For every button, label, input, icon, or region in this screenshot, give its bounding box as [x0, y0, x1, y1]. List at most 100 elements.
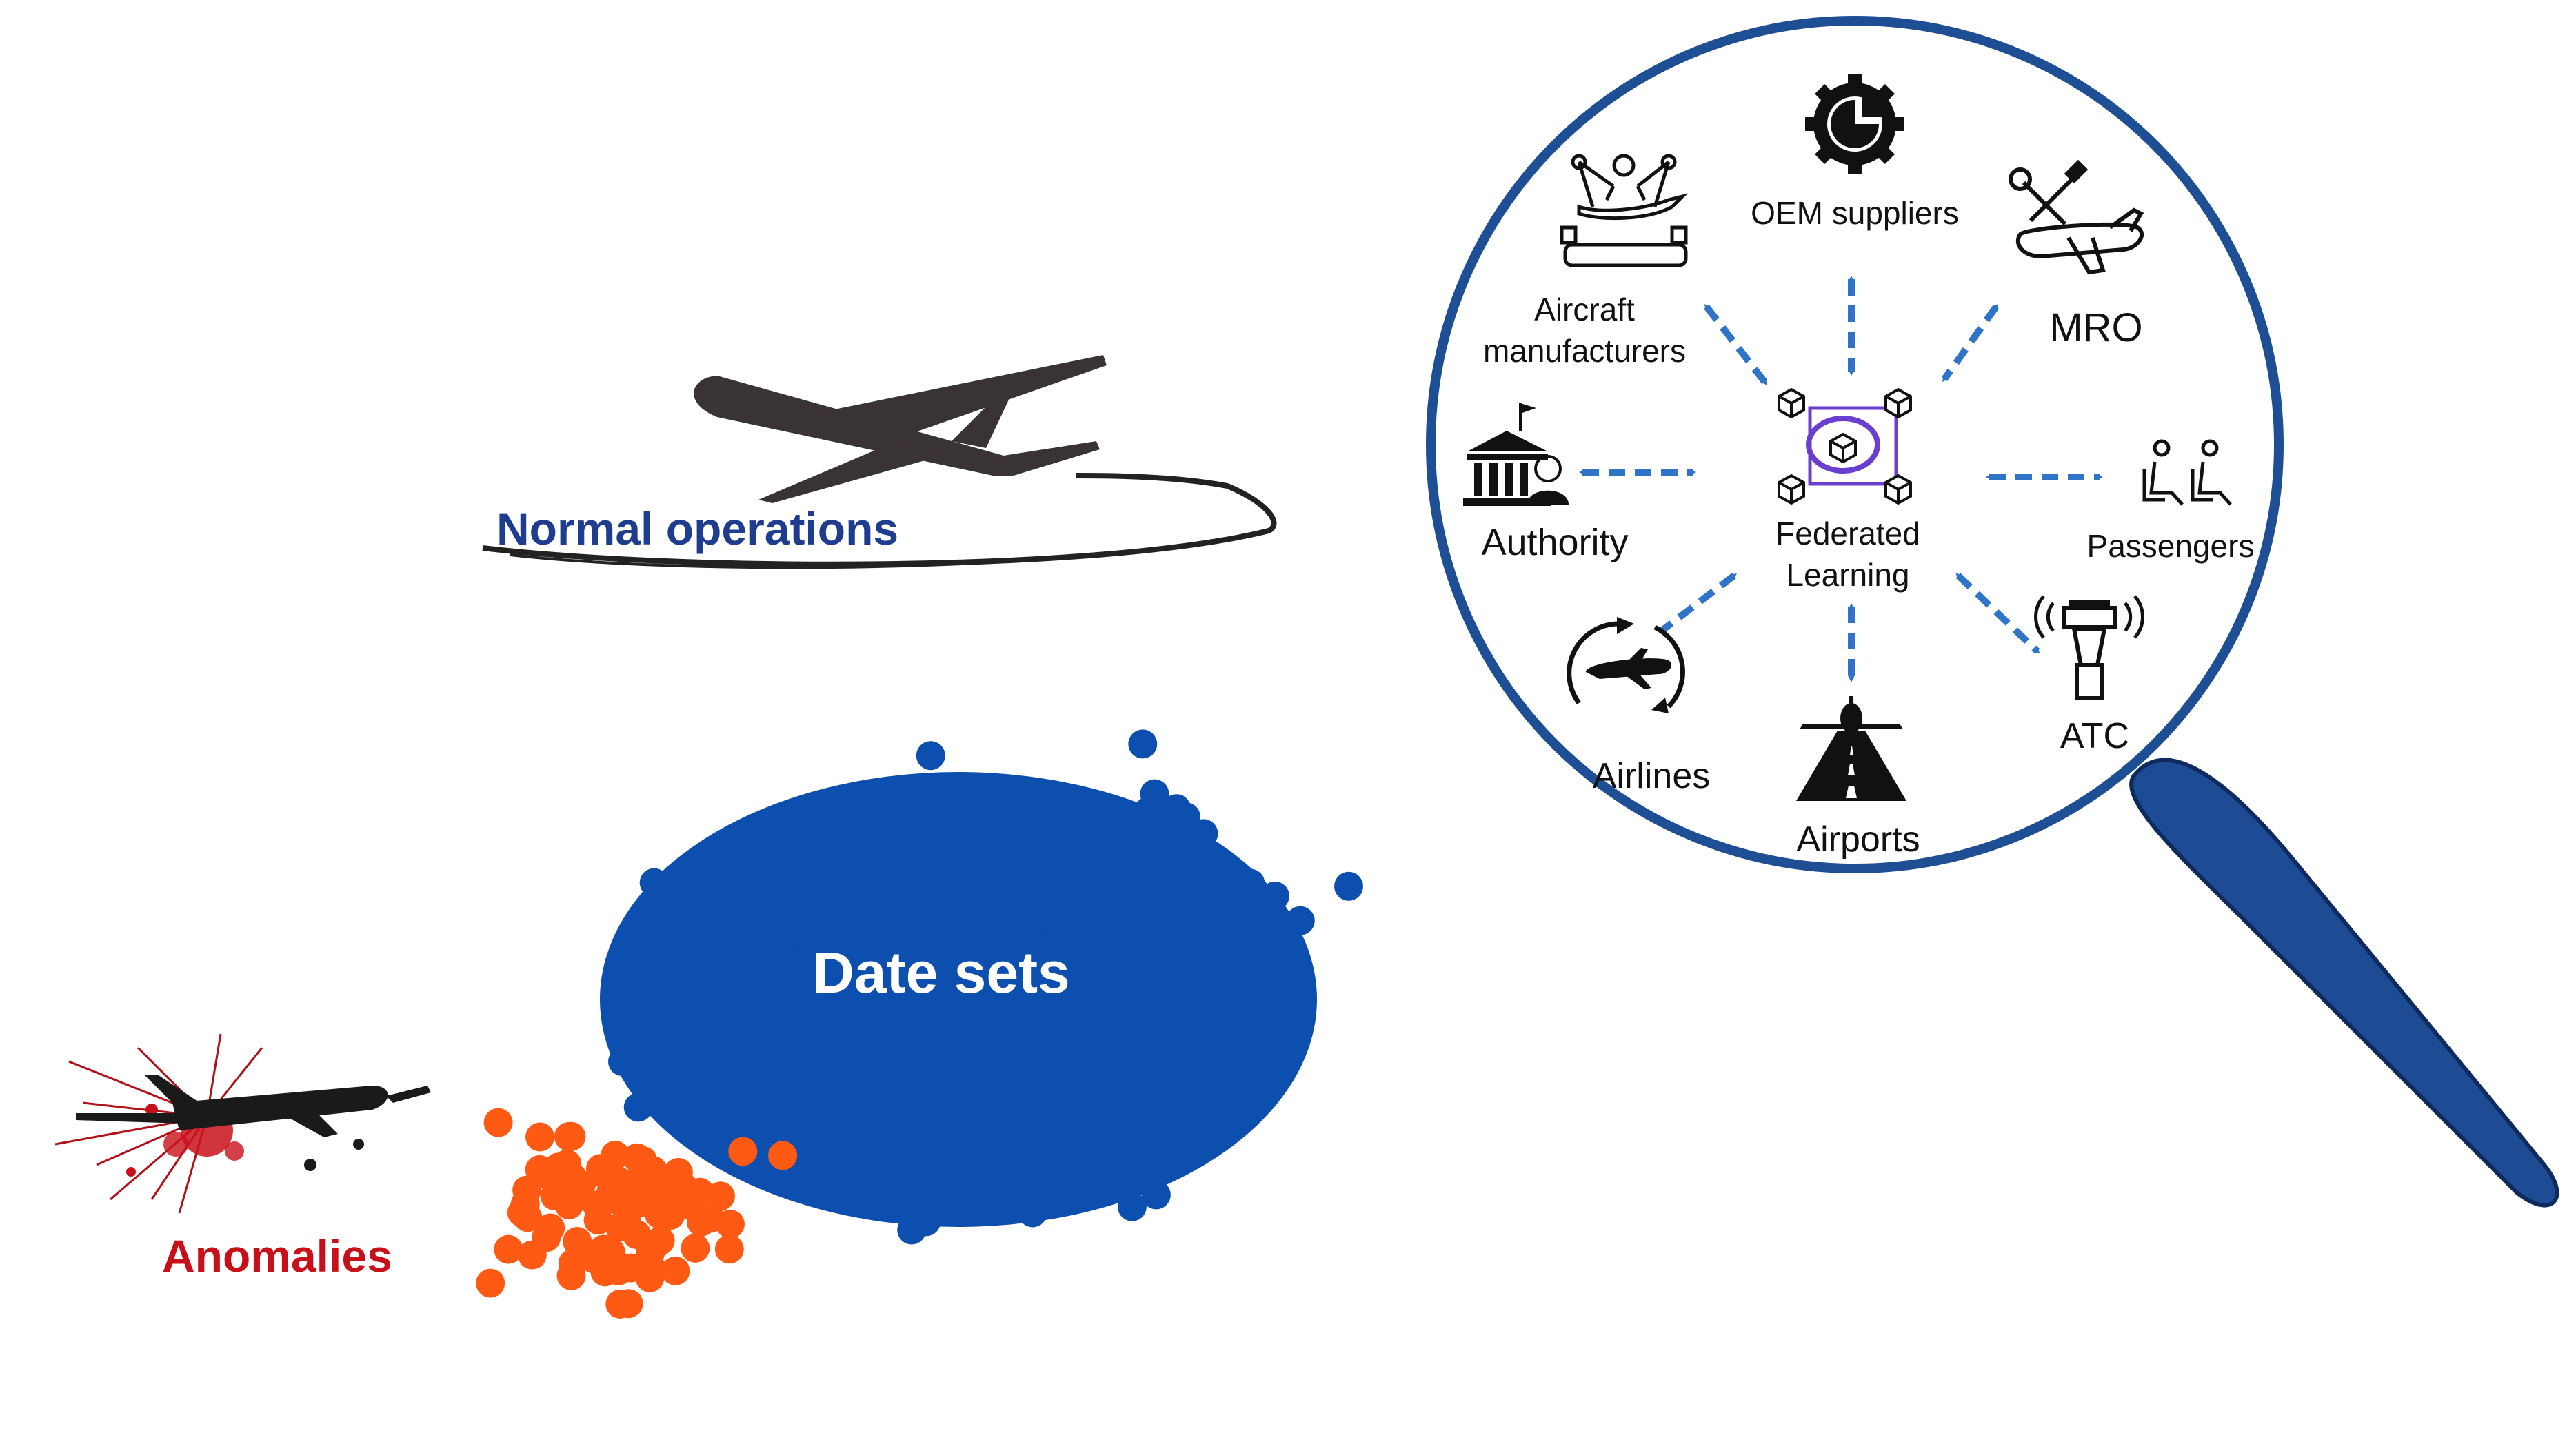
- scatter-point-normal: [1134, 796, 1164, 826]
- scatter-point-normal: [1056, 984, 1085, 1014]
- scatter-point-normal: [1071, 1156, 1100, 1186]
- crashed-plane-icon: [54, 1033, 431, 1214]
- scatter-point-normal: [1046, 878, 1076, 908]
- scatter-point-anomaly: [663, 1157, 693, 1187]
- scatter-point-normal: [1037, 830, 1067, 860]
- scatter-point-normal: [829, 971, 858, 1001]
- scatter-point-normal: [1077, 944, 1107, 973]
- scatter-point-normal: [974, 882, 1004, 911]
- normal-operations-label: Normal operations: [496, 503, 898, 554]
- scatter-point-normal: [750, 1083, 780, 1112]
- scatter-point-anomaly: [536, 1213, 565, 1243]
- scatter-point-normal: [986, 1103, 1016, 1132]
- scatter-point-normal: [797, 1097, 827, 1126]
- scatter-point-normal: [852, 951, 882, 980]
- scatter-point-anomaly: [728, 1137, 758, 1166]
- scatter-point-normal: [781, 1070, 810, 1099]
- scatter-point-normal: [1091, 967, 1120, 997]
- scatter-point-anomaly: [558, 1248, 587, 1278]
- scatter-point-anomaly: [525, 1122, 555, 1152]
- blockchain-network-icon: [1778, 387, 1912, 505]
- scatter-point-normal: [663, 973, 692, 1002]
- scatter-point-normal: [696, 937, 726, 967]
- atc-label: ATC: [2060, 716, 2129, 756]
- control-tower-icon: [2034, 595, 2144, 700]
- scatter-point-normal: [866, 1075, 896, 1104]
- scatter-point-normal: [1182, 913, 1211, 943]
- scatter-point-normal: [759, 953, 789, 982]
- scatter-point-normal: [1051, 955, 1081, 985]
- scatter-point-normal: [839, 797, 869, 826]
- scatter-point-normal: [969, 811, 999, 841]
- scatter-point-normal: [736, 917, 765, 946]
- scatter-point-normal: [1037, 1055, 1067, 1084]
- scatter-point-normal: [1127, 1074, 1156, 1104]
- scatter-point-anomaly: [714, 1234, 744, 1264]
- scatter-point-normal: [853, 1168, 883, 1198]
- scatter-cloud: [476, 729, 1363, 1319]
- scatter-point-normal: [1183, 962, 1213, 992]
- scatter-point-anomaly: [517, 1240, 547, 1270]
- federated-label-line1: Federated: [1775, 516, 1920, 551]
- scatter-point-normal: [728, 871, 758, 901]
- scatter-point-normal: [883, 851, 913, 881]
- scatter-point-normal: [813, 1056, 843, 1086]
- scatter-point-anomaly: [622, 1143, 652, 1172]
- scatter-point-normal: [1031, 902, 1060, 931]
- oem-label: OEM suppliers: [1751, 195, 1959, 231]
- scatter-point-normal: [1105, 917, 1134, 946]
- scatter-point-normal: [855, 995, 885, 1024]
- scatter-point-normal: [666, 1046, 696, 1076]
- scatter-point-normal: [1167, 831, 1197, 860]
- connection-arrows: [1579, 276, 2103, 682]
- scatter-point-normal: [756, 816, 785, 846]
- scatter-point-normal: [1146, 928, 1176, 957]
- scatter-point-normal: [1027, 990, 1056, 1019]
- scatter-point-normal: [774, 837, 804, 866]
- scatter-point-normal: [943, 922, 973, 952]
- scatter-point-normal: [1104, 810, 1134, 840]
- airline-cycle-icon: [1567, 617, 1685, 713]
- scatter-point-anomaly: [715, 1209, 745, 1239]
- scatter-point-normal: [1111, 1035, 1140, 1065]
- scatter-point-normal: [1125, 1135, 1155, 1164]
- normal-operations-group: Normal operations: [482, 355, 1277, 569]
- scatter-point-normal: [1120, 893, 1150, 922]
- scatter-point-normal: [965, 839, 995, 868]
- scatter-point-normal: [756, 1060, 785, 1090]
- scatter-point-anomaly: [483, 1108, 513, 1137]
- airports-label: Airports: [1796, 820, 1920, 860]
- authority-label: Authority: [1481, 522, 1628, 563]
- scatter-point-normal: [998, 1139, 1027, 1169]
- scatter-point-normal: [1193, 997, 1222, 1027]
- arrow-airlines: [1659, 573, 1737, 633]
- scatter-point-normal: [1143, 893, 1173, 923]
- magnifier-handle: [2129, 758, 2559, 1208]
- scatter-point-normal: [1148, 1002, 1178, 1031]
- gear-pie-icon: [1805, 74, 1904, 174]
- scatter-point-normal: [992, 1059, 1021, 1088]
- scatter-point-normal: [1260, 881, 1289, 911]
- scatter-point-normal: [980, 976, 1010, 1006]
- scatter-point-normal: [1198, 847, 1227, 877]
- scatter-point-anomaly: [582, 1190, 612, 1220]
- scatter-point-normal: [663, 993, 693, 1022]
- scatter-point-normal: [1060, 922, 1090, 952]
- scatter-point-normal: [639, 868, 669, 897]
- scatter-point-anomaly: [661, 1256, 690, 1285]
- scatter-point-normal: [916, 741, 945, 771]
- scatter-point-normal: [1285, 906, 1315, 935]
- arrow-aircraft: [1704, 304, 1768, 385]
- anomalies-label: Anomalies: [162, 1230, 392, 1281]
- scatter-point-normal: [673, 927, 703, 957]
- scatter-point-normal: [919, 955, 949, 984]
- aircraft-label-line1: Aircraft: [1534, 292, 1635, 327]
- scatter-point-anomaly: [768, 1141, 798, 1170]
- scatter-point-normal: [1148, 1048, 1178, 1078]
- scatter-point-anomaly: [678, 1192, 707, 1221]
- scatter-point-normal: [897, 1215, 927, 1245]
- scatter-point-normal: [792, 1152, 822, 1182]
- scatter-point-normal: [1169, 1027, 1199, 1057]
- scatter-point-anomaly: [625, 1165, 654, 1194]
- passenger-seats-icon: [2142, 439, 2232, 506]
